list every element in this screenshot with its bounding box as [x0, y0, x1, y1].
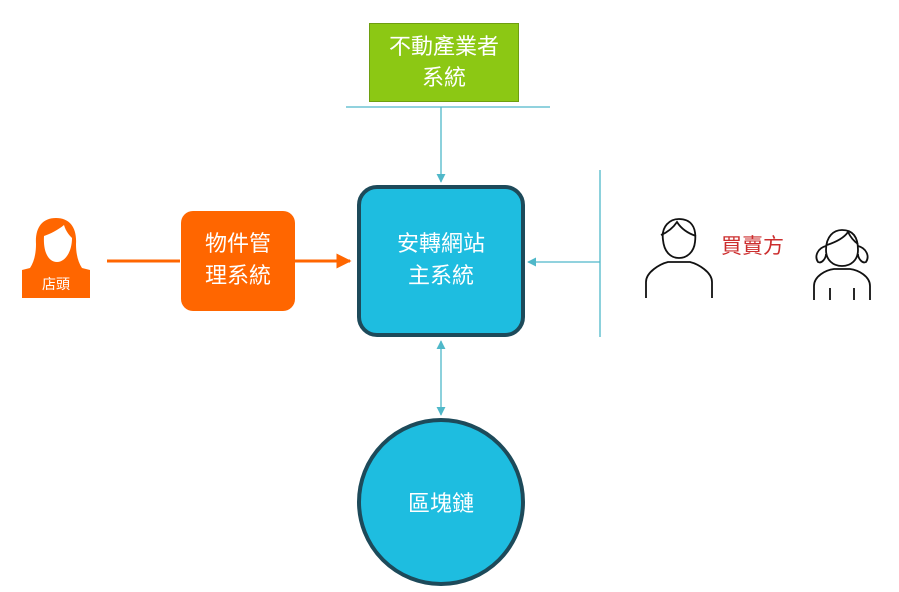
realty-system-box: 不動產業者 系統: [369, 23, 519, 102]
agent-person-icon: [22, 218, 90, 298]
buyer-person-icon: [645, 218, 713, 298]
buyer-seller-label: 買賣方: [721, 234, 784, 258]
seller-person-icon: [813, 229, 871, 300]
blockchain-circle: 區塊鏈: [357, 418, 525, 586]
property-management-box: 物件管 理系統: [181, 211, 295, 311]
main-system-box: 安轉網站 主系統: [357, 185, 525, 337]
agent-label: 店頭: [42, 277, 70, 293]
